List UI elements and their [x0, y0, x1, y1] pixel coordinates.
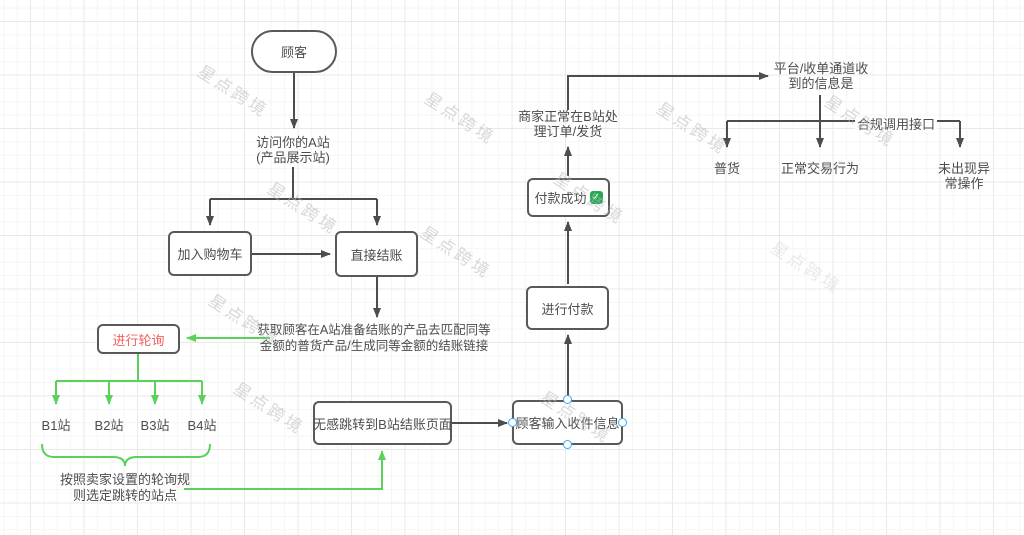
edge-merchant-to-platform[interactable] — [567, 72, 769, 110]
node-add-to-cart-label: 加入购物车 — [177, 247, 243, 262]
label-site-b2[interactable]: B2站 — [94, 418, 124, 433]
node-enter-shipping-info-label: 顾客输入收件信息 — [515, 416, 620, 431]
label-site-b3[interactable]: B3站 — [140, 418, 170, 433]
brace-sites — [41, 443, 211, 467]
label-match-products-note[interactable]: 获取顾客在A站准备结账的产品去匹配同等 金额的普货产品/生成同等金额的结账链接 — [257, 323, 491, 353]
node-direct-checkout[interactable]: 直接结账 — [335, 231, 418, 277]
label-visit-site-a[interactable]: 访问你的A站 (产品展示站) — [256, 135, 330, 165]
label-site-b1[interactable]: B1站 — [41, 418, 71, 433]
node-make-payment[interactable]: 进行付款 — [526, 286, 609, 330]
node-polling[interactable]: 进行轮询 — [97, 324, 180, 354]
label-no-abnormal-operation[interactable]: 未出现异常操作 — [937, 161, 990, 191]
node-payment-success-label: 付款成功 — [534, 191, 587, 206]
check-icon: ✓ — [589, 191, 603, 204]
node-polling-label: 进行轮询 — [112, 332, 165, 348]
node-seamless-jump[interactable]: 无感跳转到B站结账页面 — [313, 401, 452, 445]
connection-dot-right[interactable] — [618, 418, 627, 427]
connection-dot-bottom[interactable] — [563, 440, 572, 449]
connection-dot-top[interactable] — [563, 395, 572, 404]
label-general-goods[interactable]: 普货 — [713, 161, 741, 176]
node-make-payment-label: 进行付款 — [541, 301, 594, 317]
node-seamless-jump-label: 无感跳转到B站结账页面 — [313, 416, 452, 432]
node-payment-success[interactable]: 付款成功 ✓ — [527, 178, 610, 217]
label-merchant-process[interactable]: 商家正常在B站处 理订单/发货 — [518, 109, 618, 139]
label-site-b4[interactable]: B4站 — [187, 418, 217, 433]
label-normal-transaction[interactable]: 正常交易行为 — [780, 161, 860, 176]
node-add-to-cart[interactable]: 加入购物车 — [168, 231, 252, 276]
label-polling-rule-note[interactable]: 按照卖家设置的轮询规 则选定跳转的站点 — [59, 472, 191, 503]
connection-dot-left[interactable] — [508, 418, 517, 427]
edge-rule-to-jump[interactable] — [184, 450, 386, 490]
label-compliant-api-call[interactable]: 合规调用接口 — [854, 117, 938, 132]
node-customer[interactable]: 顾客 — [251, 30, 337, 73]
node-direct-checkout-label: 直接结账 — [350, 247, 403, 263]
node-customer-label: 顾客 — [280, 45, 307, 60]
label-platform-receives[interactable]: 平台/收单通道收 到的信息是 — [773, 61, 869, 91]
node-enter-shipping-info[interactable]: 顾客输入收件信息 — [512, 400, 623, 445]
